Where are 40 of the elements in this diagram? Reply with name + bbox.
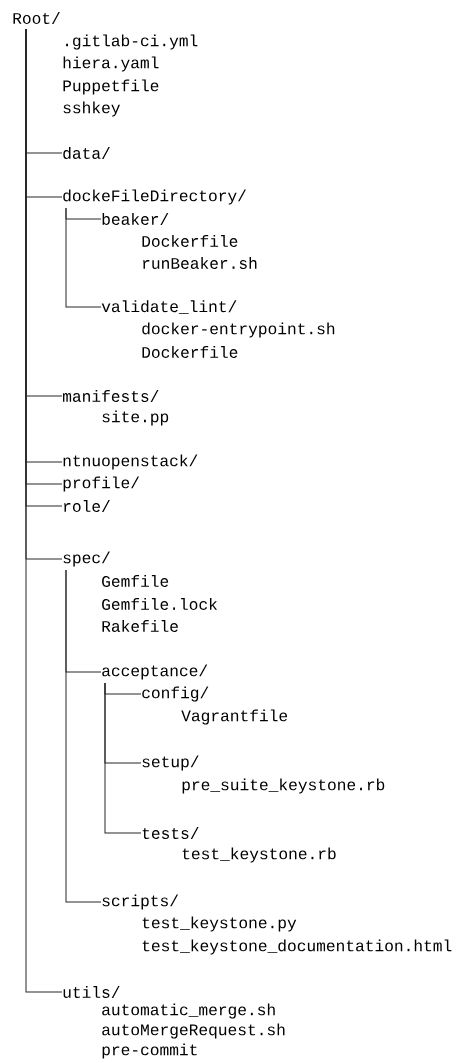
file-name: Rakefile bbox=[102, 620, 178, 632]
file-name: autoMergeRequest.sh bbox=[102, 1023, 285, 1039]
tree-connector bbox=[104, 682, 142, 834]
folder-name: data/ bbox=[63, 147, 110, 159]
file-name: Vagrantfile bbox=[181, 709, 288, 725]
file-name: docker-entrypoint.sh bbox=[142, 322, 335, 338]
folder-name: profile/ bbox=[63, 476, 140, 492]
file-name: sshkey bbox=[63, 101, 120, 117]
file-name: Dockerfile bbox=[142, 346, 238, 358]
file-name: test_keystone_documentation.html bbox=[142, 939, 452, 955]
folder-name: beaker/ bbox=[102, 213, 169, 225]
tree-connector bbox=[25, 28, 63, 993]
folder-name: scripts/ bbox=[102, 894, 179, 910]
folder-name: utils/ bbox=[63, 986, 120, 998]
folder-name: dockeFileDirectory/ bbox=[63, 189, 246, 205]
file-name: .gitlab-ci.yml bbox=[66, 34, 198, 50]
folder-name: ntnuopenstack/ bbox=[63, 454, 198, 470]
folder-name: manifests/ bbox=[63, 390, 159, 402]
file-name: hiera.yaml bbox=[63, 56, 159, 72]
file-name: pre-commit bbox=[102, 1043, 197, 1059]
folder-name: tests/ bbox=[142, 827, 199, 839]
file-name: runBeaker.sh bbox=[143, 257, 257, 269]
tree-connector bbox=[65, 569, 102, 903]
folder-name: acceptance/ bbox=[102, 664, 208, 680]
folder-name: setup/ bbox=[142, 755, 199, 771]
file-name: site.pp bbox=[102, 410, 169, 426]
folder-name: validate_lint/ bbox=[101, 300, 237, 314]
file-name: test_keystone.py bbox=[142, 916, 297, 932]
folder-name: Root/ bbox=[13, 12, 60, 24]
tree-connector bbox=[65, 207, 102, 308]
file-name: Gemfile.lock bbox=[102, 598, 217, 610]
file-name: Dockerfile bbox=[142, 235, 238, 247]
file-name: automatic_merge.sh bbox=[102, 1003, 275, 1019]
file-name: pre_suite_keystone.rb bbox=[182, 778, 385, 794]
folder-name: config/ bbox=[142, 686, 209, 702]
folder-name: role/ bbox=[64, 500, 110, 512]
file-name: Puppetfile bbox=[63, 79, 159, 95]
file-name: test_keystone.rb bbox=[182, 847, 336, 863]
folder-name: spec/ bbox=[63, 551, 110, 567]
file-name: Gemfile bbox=[102, 575, 169, 587]
